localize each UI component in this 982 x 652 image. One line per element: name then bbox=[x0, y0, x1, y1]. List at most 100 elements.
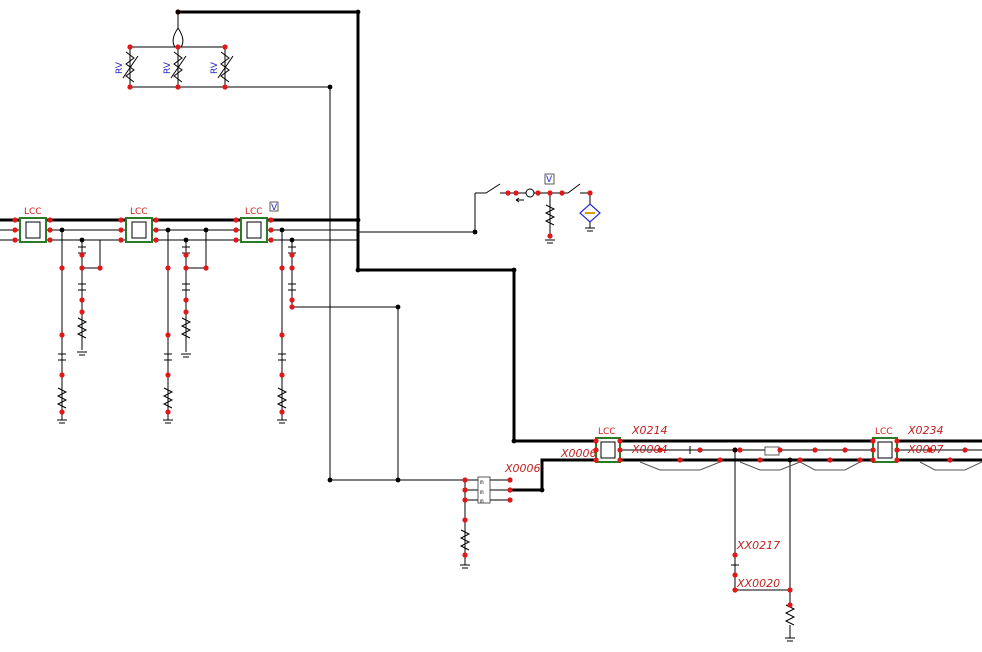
surge-arrester-2: RV bbox=[163, 47, 187, 87]
connection-node bbox=[593, 438, 599, 444]
connection-node bbox=[268, 237, 274, 243]
node-label-xx0020: XX0020 bbox=[736, 577, 780, 590]
surge-arrester-1: RV bbox=[115, 47, 139, 87]
node-label-x0004: X0004 bbox=[631, 443, 668, 456]
connection-node bbox=[812, 447, 818, 453]
connection-node bbox=[233, 237, 239, 243]
connection-node bbox=[233, 217, 239, 223]
connection-node bbox=[153, 237, 159, 243]
junction-node bbox=[472, 229, 478, 235]
connection-node bbox=[732, 587, 738, 593]
connection-node bbox=[289, 265, 295, 271]
connection-node bbox=[268, 227, 274, 233]
connection-node bbox=[593, 457, 599, 463]
connection-node bbox=[617, 447, 623, 453]
connection-node bbox=[947, 457, 953, 463]
connection-node bbox=[47, 227, 53, 233]
junction-node bbox=[165, 227, 171, 233]
surge-label-2: RV bbox=[163, 61, 173, 74]
lcc-block-5: LCC bbox=[872, 427, 898, 463]
lower-bus-step bbox=[510, 458, 600, 492]
svg-text:m: m bbox=[480, 479, 484, 486]
connection-node bbox=[222, 84, 228, 90]
connection-node bbox=[175, 84, 181, 90]
connection-node bbox=[153, 217, 159, 223]
shunt-branch-1 bbox=[56, 230, 101, 424]
lcc-label-4: LCC bbox=[598, 427, 616, 437]
connection-node bbox=[593, 447, 599, 453]
connection-node bbox=[47, 217, 53, 223]
connection-node bbox=[462, 477, 468, 483]
surge-feeder-bus bbox=[178, 10, 982, 443]
connection-node bbox=[97, 265, 103, 271]
connection-node bbox=[797, 457, 803, 463]
connection-node bbox=[279, 372, 285, 378]
junction-node bbox=[183, 237, 189, 243]
connection-node bbox=[268, 217, 274, 223]
lcc-block-1: LCC bbox=[19, 207, 47, 243]
node-label-x0234: X0234 bbox=[907, 424, 944, 437]
junction-node bbox=[395, 477, 401, 483]
connection-node bbox=[894, 457, 900, 463]
connection-node bbox=[507, 497, 513, 503]
node-label-xx0217: XX0217 bbox=[736, 539, 780, 552]
connection-node bbox=[12, 227, 18, 233]
connection-node bbox=[717, 457, 723, 463]
connection-node bbox=[757, 457, 763, 463]
connection-node bbox=[165, 409, 171, 415]
connection-node bbox=[47, 237, 53, 243]
connection-node bbox=[842, 447, 848, 453]
connection-node bbox=[732, 552, 738, 558]
connection-node bbox=[203, 265, 209, 271]
connection-node bbox=[547, 190, 553, 196]
switch-source-group: V bbox=[478, 173, 601, 244]
connection-node bbox=[559, 190, 565, 196]
connection-node bbox=[59, 372, 65, 378]
connection-node bbox=[697, 447, 703, 453]
junction-node bbox=[395, 304, 401, 310]
connection-node bbox=[587, 190, 593, 196]
surge-label-3: RV bbox=[210, 61, 220, 74]
connection-node bbox=[118, 237, 124, 243]
svg-text:m: m bbox=[480, 489, 484, 496]
connection-node bbox=[617, 457, 623, 463]
right-ladder-details bbox=[639, 446, 982, 642]
connection-node bbox=[535, 190, 541, 196]
connection-node bbox=[183, 297, 189, 303]
junction-node bbox=[203, 227, 209, 233]
connection-node bbox=[165, 332, 171, 338]
connection-node bbox=[289, 297, 295, 303]
connection-node bbox=[507, 487, 513, 493]
surge-arrester-group: RV RV RV bbox=[115, 12, 234, 87]
lcc-block-4: LCC bbox=[595, 427, 621, 463]
thin-wires bbox=[0, 86, 982, 605]
node-label-x0006b: X0006 bbox=[560, 447, 597, 460]
connection-node bbox=[79, 297, 85, 303]
connection-node bbox=[962, 447, 968, 453]
junction-node bbox=[511, 438, 517, 444]
connection-node bbox=[183, 252, 189, 258]
node-labels: X0214 X0006 X0004 X0006 X0234 X0007 XX02… bbox=[504, 424, 944, 590]
connection-node bbox=[183, 309, 189, 315]
junction-node bbox=[732, 447, 738, 453]
lcc-label-5: LCC bbox=[875, 427, 893, 437]
connection-node bbox=[870, 447, 876, 453]
connection-node bbox=[118, 217, 124, 223]
junction-node bbox=[175, 9, 181, 15]
connection-node bbox=[927, 447, 933, 453]
connection-node bbox=[513, 190, 519, 196]
node-label-x0007: X0007 bbox=[907, 443, 944, 456]
connection-node bbox=[165, 372, 171, 378]
connection-node bbox=[657, 447, 663, 453]
connection-node bbox=[118, 227, 124, 233]
lcc-label-2: LCC bbox=[130, 207, 148, 217]
connection-node bbox=[462, 497, 468, 503]
connection-node bbox=[462, 552, 468, 558]
connection-node bbox=[894, 447, 900, 453]
connection-node bbox=[289, 304, 295, 310]
voltmeter-label-2: V bbox=[546, 175, 553, 185]
connection-node bbox=[870, 438, 876, 444]
connection-node bbox=[233, 227, 239, 233]
connection-node bbox=[289, 252, 295, 258]
connection-node bbox=[279, 409, 285, 415]
